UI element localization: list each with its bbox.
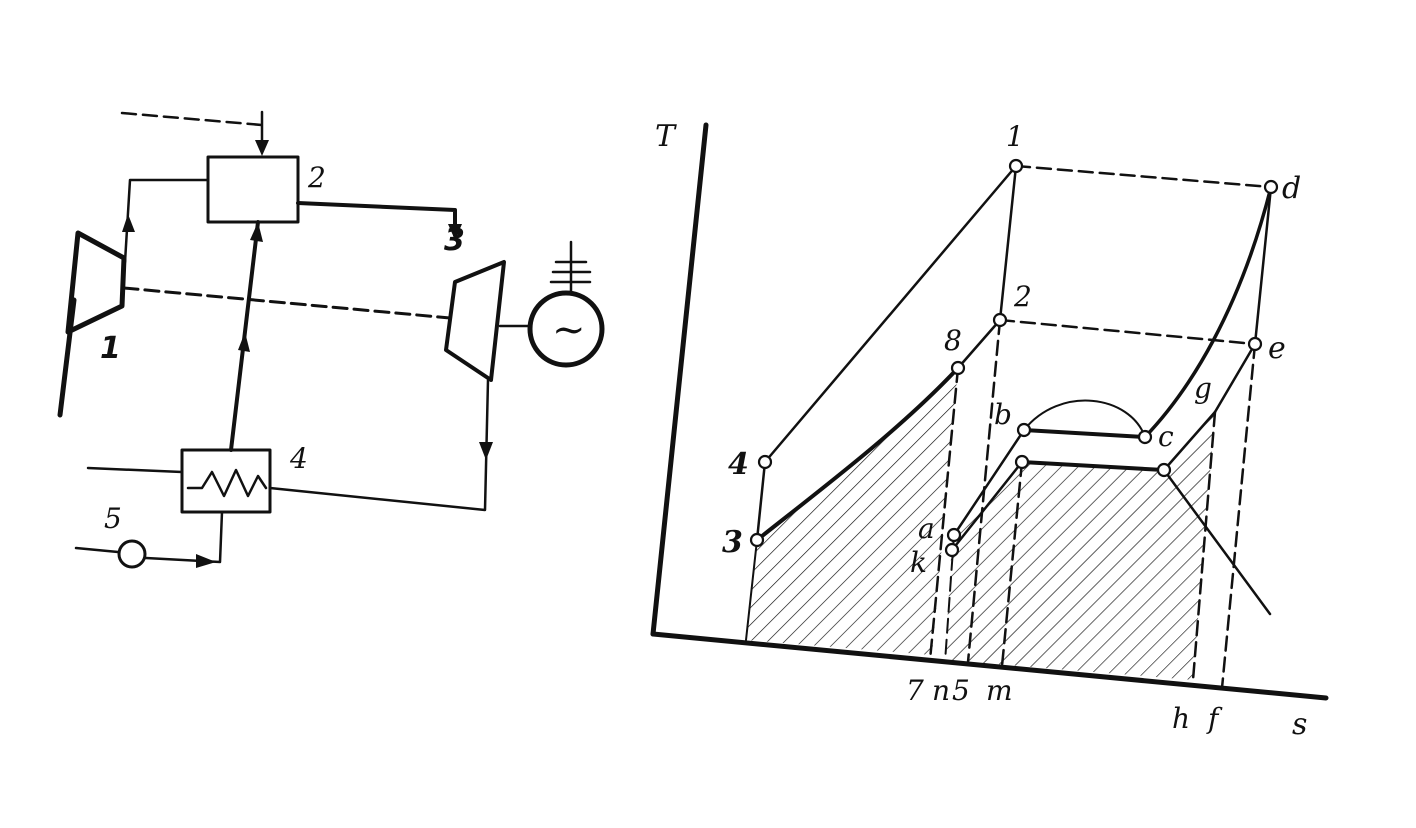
line-g-h [1162, 410, 1217, 472]
fuel-arrow-head [255, 140, 269, 156]
tick-m: m [986, 674, 1013, 707]
generator-symbol: ~ [552, 307, 586, 353]
point-b [1016, 422, 1032, 438]
heat-exchanger-box [180, 448, 272, 514]
point-d [1263, 179, 1279, 195]
grid-ground-icon [549, 240, 592, 294]
saturation-dome [1023, 399, 1146, 438]
line-1-2 [998, 164, 1018, 322]
proj-m [1000, 460, 1024, 668]
line-low-plateau [1020, 460, 1166, 472]
proj-h [1191, 410, 1217, 682]
label-8: 8 [944, 324, 962, 357]
tick-f: f [1206, 702, 1223, 735]
plant-scheme: 2 1 3 ~ 4 [57, 110, 605, 569]
pump-icon [117, 539, 147, 569]
line-e-g [1213, 342, 1257, 414]
compressor-label: 1 [100, 331, 121, 366]
line-8-2 [956, 318, 1002, 370]
point-3 [749, 532, 765, 548]
point-2 [992, 312, 1008, 328]
proj-f [1220, 342, 1257, 690]
heat-exchanger-coil-icon [186, 468, 268, 498]
hx-to-combustor-arrow-2 [238, 332, 250, 352]
label-k: k [910, 546, 927, 579]
line-3-8 [755, 366, 960, 542]
line-4-1 [763, 164, 1018, 464]
line-1-d [1014, 164, 1273, 189]
pump-arrow [196, 554, 216, 568]
hx-to-combustor-arrow [250, 222, 263, 242]
point-4 [757, 454, 773, 470]
proj-7 [928, 366, 960, 662]
combustor-label: 2 [307, 161, 326, 194]
turbine-label: 3 [444, 223, 465, 258]
exhaust-line [268, 378, 490, 512]
line-c-d [1143, 185, 1273, 439]
turbine-shape [444, 260, 506, 382]
label-e: e [1268, 331, 1286, 366]
exhaust-arrow [479, 442, 493, 460]
label-1: 1 [1006, 120, 1024, 153]
label-b: b [994, 398, 1012, 431]
pump-label: 5 [104, 502, 122, 535]
fuel-line [120, 111, 264, 127]
tick-n: n [932, 674, 950, 707]
label-d: d [1282, 171, 1301, 206]
combustor-to-turbine-line [296, 201, 457, 237]
t-axis-label: T [655, 119, 677, 154]
compressor-outlet-line [123, 178, 210, 264]
proj-3 [745, 539, 758, 641]
proj-n [966, 318, 1002, 664]
label-4: 4 [728, 447, 749, 482]
point-k [944, 542, 960, 558]
label-2: 2 [1013, 280, 1032, 313]
generator-icon [527, 290, 605, 368]
pump-inlet-line [74, 546, 120, 554]
shaft-line [122, 286, 452, 320]
point-a [946, 527, 962, 543]
point-e [1247, 336, 1263, 352]
point-8 [950, 360, 966, 376]
compressor-outlet-arrow [122, 214, 135, 232]
point-low-right [1156, 462, 1172, 478]
point-c [1137, 429, 1153, 445]
label-c: c [1158, 420, 1174, 453]
tick-5: 5 [952, 674, 970, 707]
tick-h: h [1172, 702, 1190, 735]
ts-diagram: T s [650, 119, 1329, 742]
line-tail [1162, 468, 1272, 616]
s-axis-label: s [1292, 707, 1307, 742]
hatch-area-left [746, 368, 958, 655]
tick-7: 7 [906, 674, 924, 707]
point-low-left [1014, 454, 1030, 470]
line-k-low [950, 460, 1024, 552]
line-d-e [1253, 185, 1273, 346]
combustor-to-turbine-arrow [448, 224, 462, 240]
line-3-4 [755, 460, 767, 542]
label-g: g [1194, 372, 1212, 405]
label-3: 3 [722, 525, 743, 560]
air-inlet-line [57, 297, 77, 418]
heat-exchanger-label: 4 [289, 442, 308, 475]
line-b-c [1022, 428, 1147, 439]
s-axis [650, 631, 1329, 701]
exhaust-out-line [86, 466, 184, 474]
line-a-b [952, 428, 1026, 537]
point-1 [1008, 158, 1024, 174]
compressor-shape [65, 230, 127, 335]
combustor-box [206, 155, 300, 224]
label-a: a [918, 512, 935, 545]
pump-to-hx-line [144, 510, 224, 564]
t-axis [650, 122, 709, 637]
hatch-area-right [945, 412, 1215, 680]
